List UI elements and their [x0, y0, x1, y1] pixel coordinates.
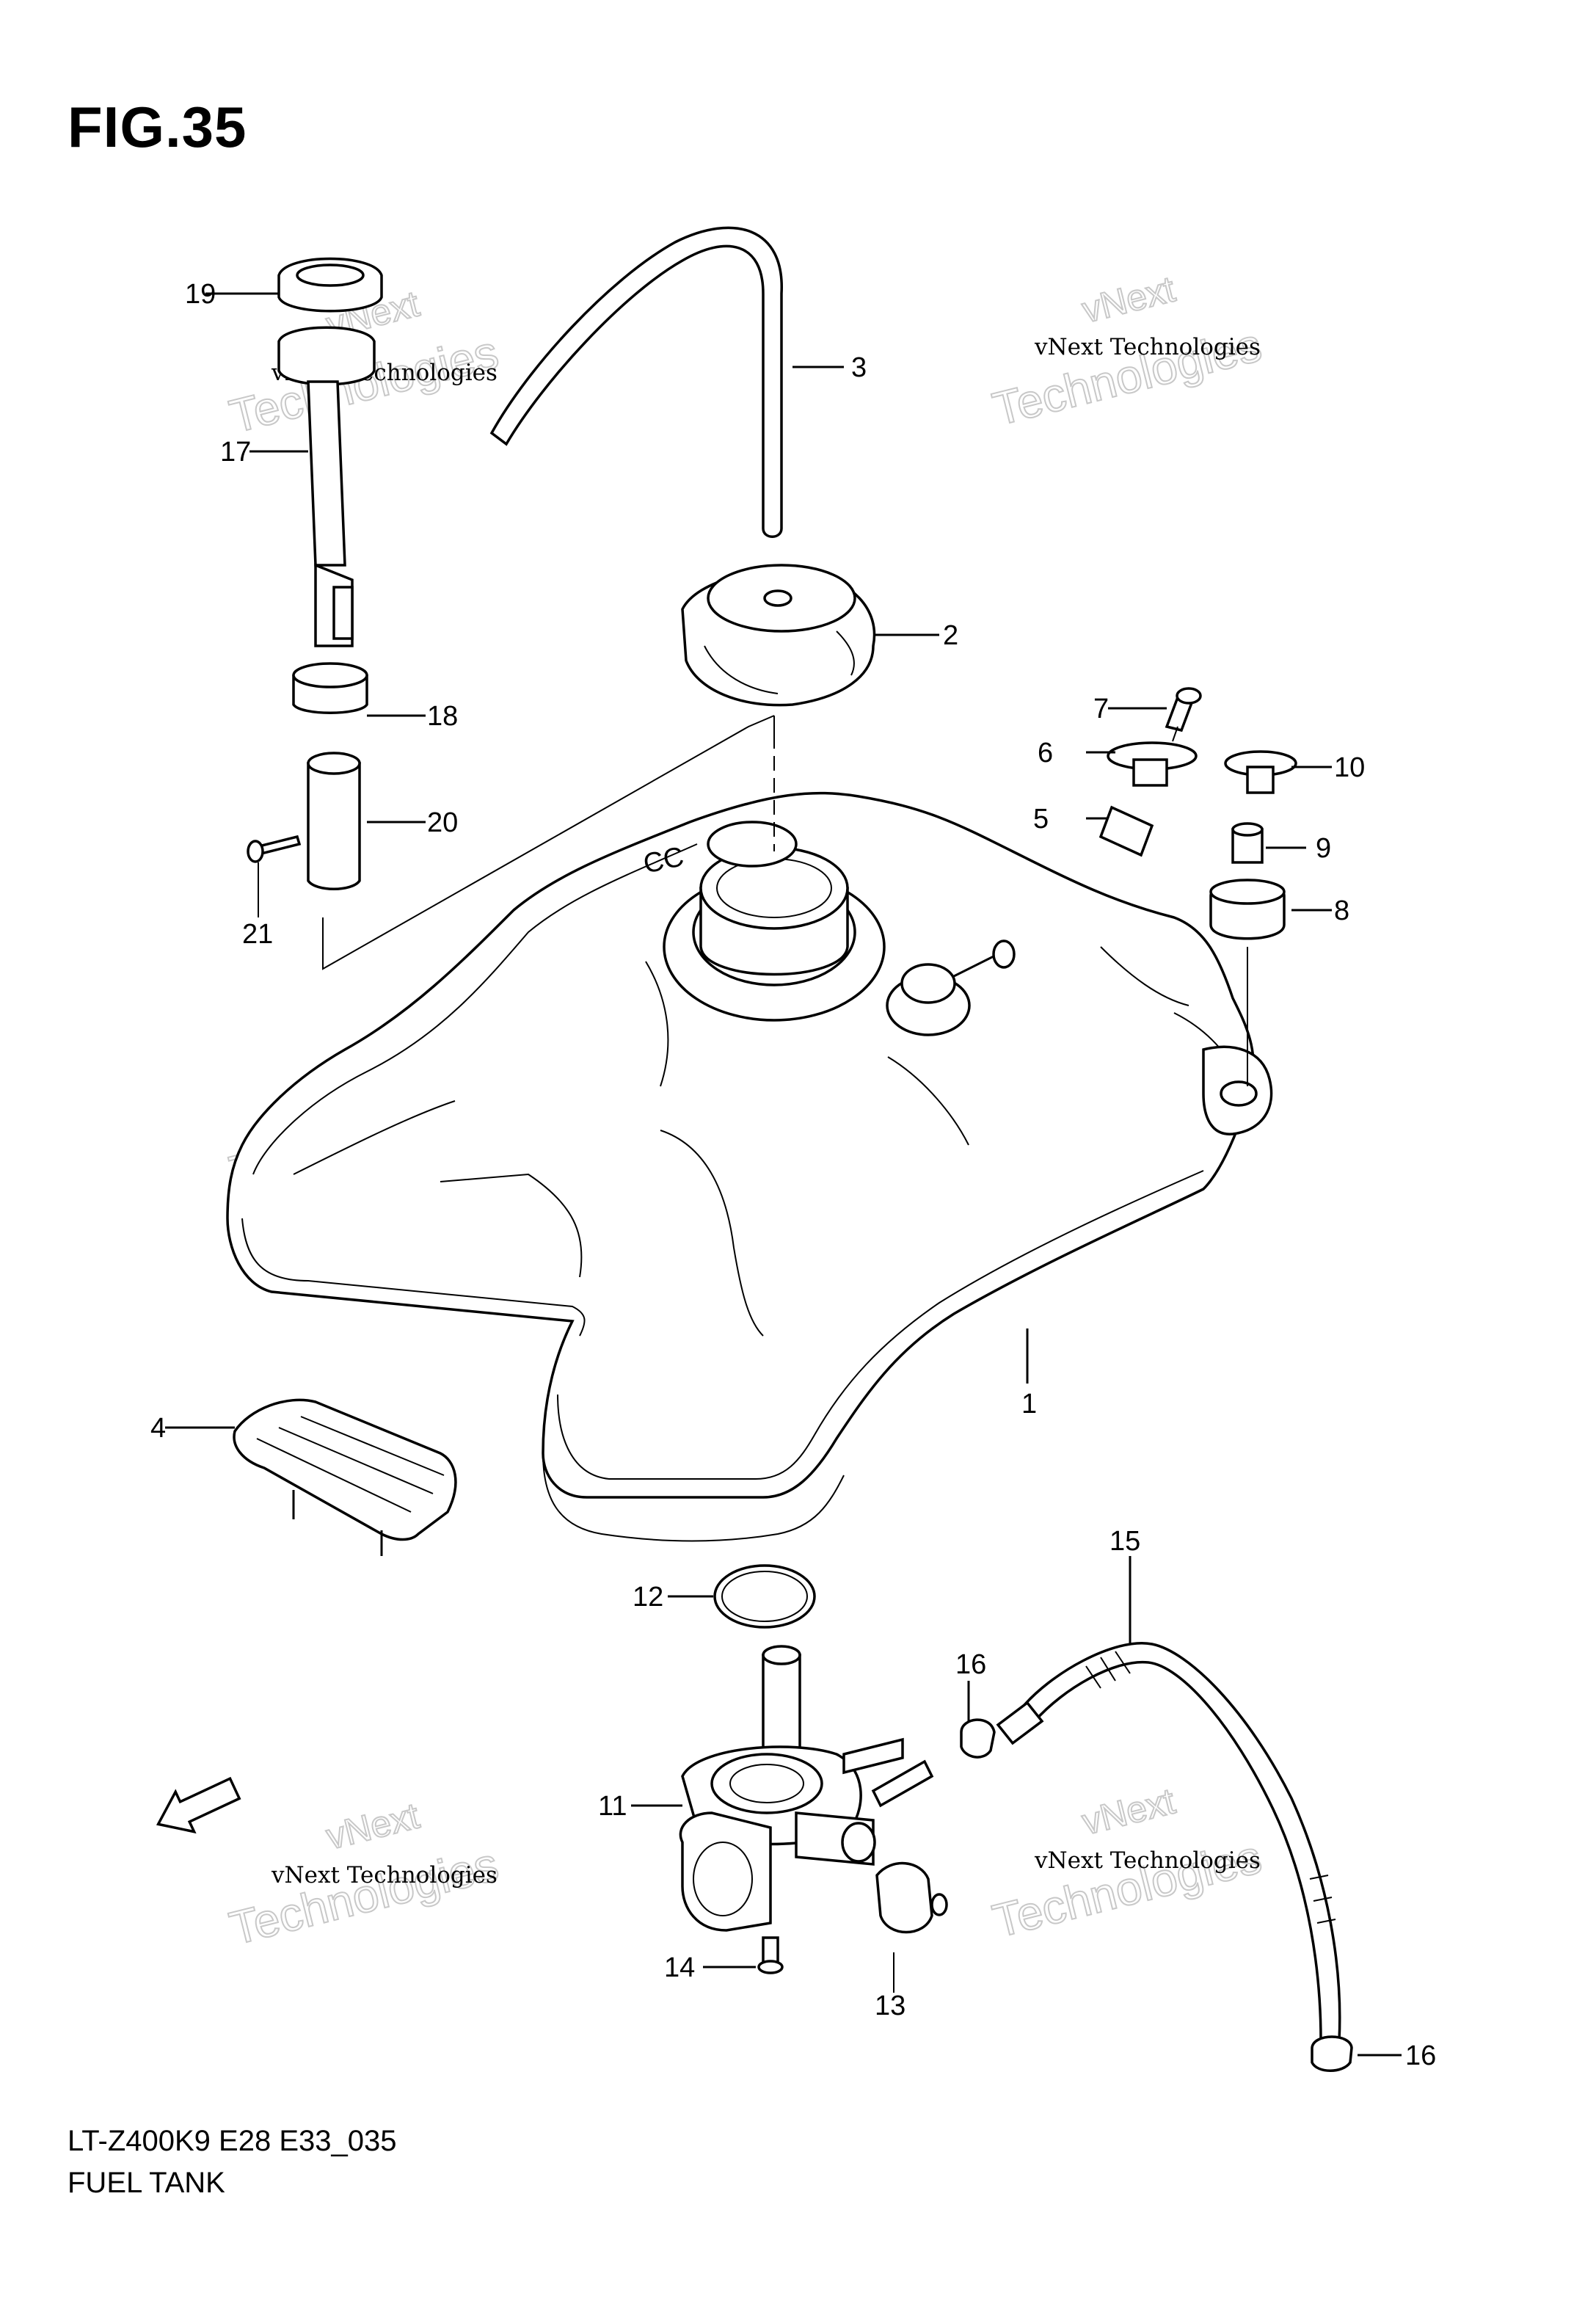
fuel-tank-body: CC	[226, 734, 1273, 1542]
callout-7: 7	[1093, 694, 1109, 724]
callout-1: 1	[1021, 1389, 1037, 1419]
callout-21: 21	[242, 919, 273, 950]
callout-10: 10	[1334, 752, 1365, 783]
callout-8: 8	[1334, 895, 1349, 926]
svg-text:vNext: vNext	[1078, 268, 1179, 330]
svg-text:vNext: vNext	[322, 1795, 423, 1857]
callout-16-upper: 16	[955, 1649, 986, 1680]
watermark-5: vNext Technologies vNext Technologies	[224, 1794, 504, 1955]
diagram-title: FUEL TANK	[68, 2167, 225, 2199]
tank-mount-hardware-left	[1086, 687, 1202, 857]
hose-clamp-lower	[1311, 2035, 1402, 2072]
callout-20: 20	[427, 807, 458, 838]
hose-clamp-upper	[960, 1681, 996, 1759]
callout-4: 4	[150, 1413, 166, 1444]
callout-9: 9	[1316, 833, 1331, 864]
callout-14: 14	[664, 1952, 695, 1983]
callout-17: 17	[220, 437, 251, 468]
svg-text:vNext: vNext	[1078, 1780, 1179, 1842]
callout-12: 12	[633, 1582, 663, 1613]
tank-cushion-pad	[165, 1398, 457, 1556]
valve-screw	[703, 1936, 784, 1974]
callout-11: 11	[598, 1791, 627, 1822]
breather-hose	[489, 226, 844, 538]
svg-text:vNext Technologies: vNext Technologies	[1034, 334, 1261, 360]
watermark-2: vNext Technologies vNext Technologies	[987, 267, 1267, 436]
figure-label: FIG.35	[68, 95, 247, 159]
forward-direction-arrow: FWD	[156, 1776, 241, 1834]
callout-5: 5	[1033, 804, 1049, 835]
callout-13: 13	[875, 1991, 906, 2021]
fuel-level-sender	[205, 257, 775, 970]
callout-2: 2	[943, 620, 958, 651]
svg-text:vNext Technologies: vNext Technologies	[271, 1862, 498, 1889]
o-ring	[668, 1564, 816, 1629]
callout-6: 6	[1038, 738, 1053, 768]
model-code: LT-Z400K9 E28 E33_035	[68, 2125, 397, 2157]
callout-16-lower: 16	[1405, 2040, 1436, 2071]
svg-text:Technologies: Technologies	[225, 1837, 503, 1955]
callout-15: 15	[1109, 1526, 1140, 1557]
valve-cap	[875, 1862, 948, 1993]
callout-3: 3	[851, 352, 867, 383]
fuel-cap	[681, 564, 939, 734]
callout-labels: 1 2 3 4 5 6 7 8 9 10 11 12 13 14 15 16 1…	[150, 279, 1436, 2071]
tank-mount-hardware-right	[1209, 750, 1332, 1086]
callout-19: 19	[185, 279, 216, 310]
svg-text:vNext Technologies: vNext Technologies	[1034, 1847, 1261, 1874]
fuel-valve	[631, 1645, 934, 1932]
callout-18: 18	[427, 701, 458, 732]
watermark-6: vNext Technologies vNext Technologies	[987, 1779, 1267, 1948]
